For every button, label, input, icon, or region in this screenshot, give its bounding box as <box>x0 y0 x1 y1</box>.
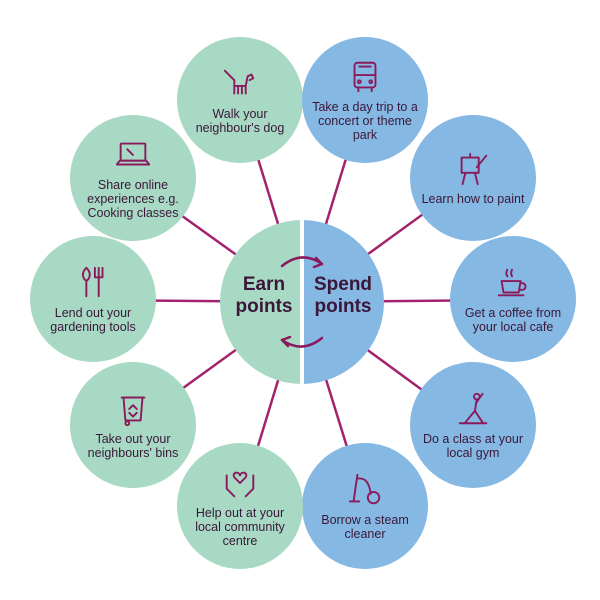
node-label: Walk your neighbour's dog <box>195 107 285 135</box>
node-label: Get a coffee from your local cafe <box>464 306 562 334</box>
spend-half <box>302 220 384 384</box>
center-divider <box>300 220 304 384</box>
center-hub: Earn points Spend points <box>220 220 384 384</box>
laptop-icon <box>115 142 151 166</box>
node-label: Learn how to paint <box>421 192 525 206</box>
earn-half <box>220 220 302 384</box>
node-paint: Learn how to paint <box>410 115 536 241</box>
node-walk-dog: Walk your neighbour's dog <box>177 37 303 163</box>
vacuum-icon <box>348 473 381 505</box>
yoga-icon <box>458 392 488 425</box>
recycle-bin-icon <box>120 396 146 427</box>
earn-points-label: Earn points <box>235 274 293 317</box>
node-label: Lend out your gardening tools <box>50 306 136 334</box>
bus-icon <box>353 61 377 93</box>
node-steam-cleaner: Borrow a steam cleaner <box>302 443 428 569</box>
node-gardening: Lend out your gardening tools <box>30 236 156 362</box>
exchange-arrows-icon <box>280 256 324 348</box>
spend-points-label: Spend points <box>313 274 373 317</box>
node-coffee: Get a coffee from your local cafe <box>450 236 576 362</box>
node-label: Do a class at your local gym <box>422 432 524 460</box>
node-gym: Do a class at your local gym <box>410 362 536 488</box>
node-label: Help out at your local community centre <box>195 506 285 548</box>
garden-tools-icon <box>81 266 104 298</box>
easel-icon <box>460 152 488 186</box>
heart-hands-icon <box>225 471 255 498</box>
node-label: Borrow a steam cleaner <box>321 513 409 541</box>
node-label: Share online experiences e.g. Cooking cl… <box>87 178 179 220</box>
node-day-trip: Take a day trip to a concert or theme pa… <box>302 37 428 163</box>
node-label: Take a day trip to a concert or theme pa… <box>312 100 418 142</box>
coffee-cup-icon <box>497 268 527 297</box>
node-online: Share online experiences e.g. Cooking cl… <box>70 115 196 241</box>
node-label: Take out your neighbours' bins <box>87 432 179 460</box>
node-bins: Take out your neighbours' bins <box>70 362 196 488</box>
node-community: Help out at your local community centre <box>177 443 303 569</box>
dog-icon <box>223 69 255 95</box>
